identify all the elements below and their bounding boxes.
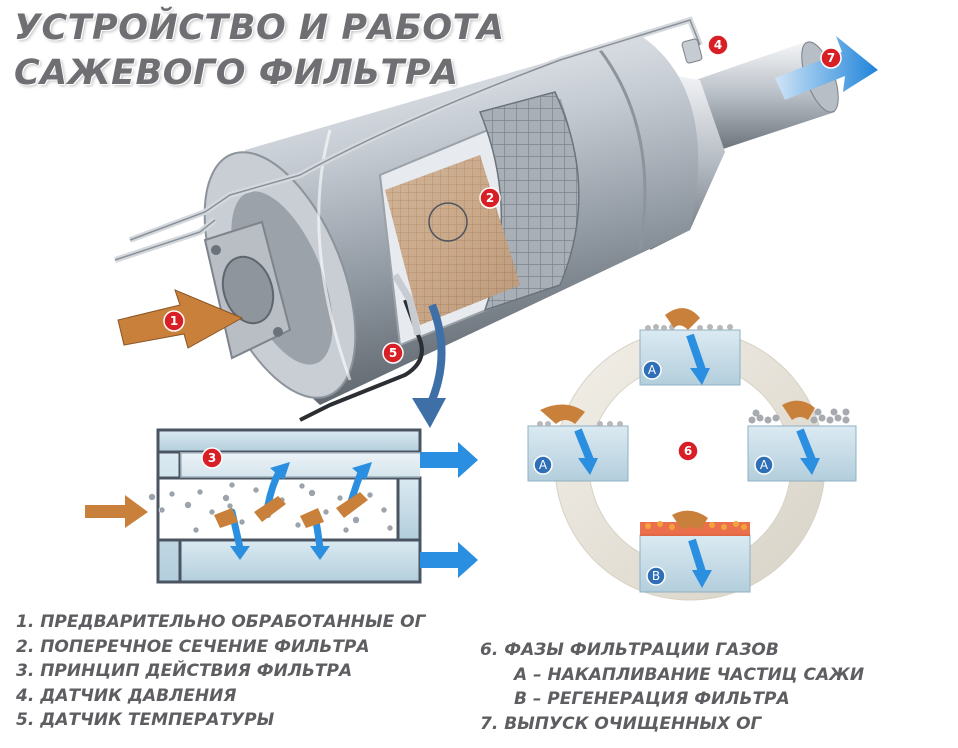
section-arrow [412,398,446,428]
callout-2: 2 [479,187,501,209]
legend-item-3: 3. ПРИНЦИП ДЕЙСТВИЯ ФИЛЬТРА [16,661,353,682]
pressure-sensor [681,38,703,64]
outlet-arrow [775,36,878,100]
phase-badge-right: A [754,455,774,475]
legend-item-7: 7. ВЫПУСК ОЧИЩЕННЫХ ОГ [480,713,762,734]
legend-item-6b: В – РЕГЕНЕРАЦИЯ ФИЛЬТРА [514,689,790,710]
callout-label: 7 [827,51,835,65]
legend-item-5: 5. ДАТЧИК ТЕМПЕРАТУРЫ [16,710,275,731]
phase-badge-left: A [533,455,553,475]
page-title: УСТРОЙСТВО И РАБОТА САЖЕВОГО ФИЛЬТРА [14,6,505,96]
phase-block-left [527,404,629,482]
phase-block-bottom [639,510,751,593]
phase-badge-label: B [652,569,660,583]
legend-item-2: 2. ПОПЕРЕЧНОЕ СЕЧЕНИЕ ФИЛЬТРА [16,636,370,657]
phase-badge-label: A [539,458,548,472]
callout-label: 6 [684,444,692,458]
filtration-phases: A A A B [527,308,857,601]
callout-6: 6 [677,440,699,462]
phase-badge-label: A [648,363,657,377]
callout-label: 3 [208,451,216,465]
callout-label: 2 [486,191,494,205]
title-line-1: УСТРОЙСТВО И РАБОТА [14,8,505,48]
callout-5: 5 [382,342,404,364]
callout-label: 5 [389,346,397,360]
title-line-2: САЖЕВОГО ФИЛЬТРА [14,53,459,93]
phase-badge-top: A [642,360,662,380]
legend-right: 6. ФАЗЫ ФИЛЬТРАЦИИ ГАЗОВ А – НАКАПЛИВАНИ… [480,638,864,736]
principle-outlet-arrow-bottom [420,542,478,578]
phase-badge-label: A [760,458,769,472]
callout-label: 4 [714,38,722,52]
callout-7: 7 [820,47,842,69]
principle-outlet-arrow-top [420,442,478,478]
temperature-sensor-wire [299,299,424,422]
legend-item-6a: А – НАКАПЛИВАНИЕ ЧАСТИЦ САЖИ [514,664,865,685]
legend-item-4: 4. ДАТЧИК ДАВЛЕНИЯ [16,685,237,706]
legend-left: 1. ПРЕДВАРИТЕЛЬНО ОБРАБОТАННЫЕ ОГ 2. ПОП… [16,610,425,733]
callout-4: 4 [707,34,729,56]
filter-principle [85,428,478,584]
callout-3: 3 [201,447,223,469]
principle-inlet-arrow [85,495,148,528]
detail-circle [428,202,468,242]
callout-label: 1 [170,314,178,328]
phase-badge-bottom: B [646,566,666,586]
legend-item-1: 1. ПРЕДВАРИТЕЛЬНО ОБРАБОТАННЫЕ ОГ [16,612,426,632]
callout-1: 1 [163,310,185,332]
legend-item-6: 6. ФАЗЫ ФИЛЬТРАЦИИ ГАЗОВ [480,640,779,660]
